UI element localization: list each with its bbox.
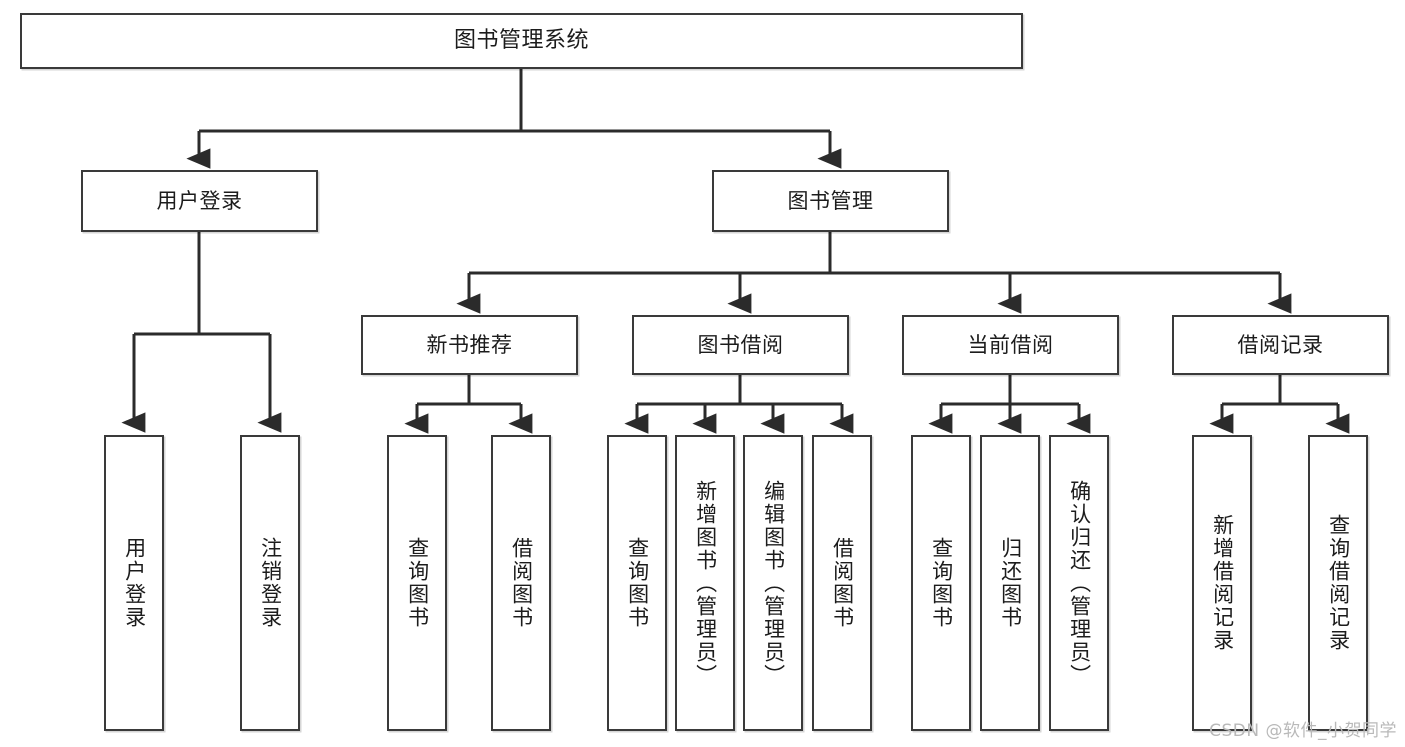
node-label: 查询图书 <box>929 537 954 629</box>
leaf-query-book-borrow[interactable]: 查询图书 <box>607 435 667 731</box>
leaf-query-book-current[interactable]: 查询图书 <box>911 435 971 731</box>
leaf-query-borrow-record[interactable]: 查询借阅记录 <box>1308 435 1368 731</box>
node-label: 查询借阅记录 <box>1326 514 1351 652</box>
leaf-user-login[interactable]: 用户登录 <box>104 435 164 731</box>
node-user-login[interactable]: 用户登录 <box>81 170 318 232</box>
node-label: 当前借阅 <box>967 332 1054 357</box>
leaf-confirm-return-admin[interactable]: 确认归还（管理员） <box>1049 435 1109 731</box>
node-label: 图书借阅 <box>697 332 784 357</box>
leaf-add-book-admin[interactable]: 新增图书（管理员） <box>675 435 735 731</box>
node-book-borrow[interactable]: 图书借阅 <box>632 315 849 375</box>
leaf-edit-book-admin[interactable]: 编辑图书（管理员） <box>743 435 803 731</box>
node-label: 用户登录 <box>122 537 147 629</box>
node-label: 查询图书 <box>405 537 430 629</box>
node-label: 新增图书（管理员） <box>693 479 718 687</box>
node-new-book-recommend[interactable]: 新书推荐 <box>361 315 578 375</box>
node-label: 确认归还（管理员） <box>1067 479 1092 687</box>
node-label: 用户登录 <box>156 188 243 213</box>
node-book-management[interactable]: 图书管理 <box>712 170 949 232</box>
watermark: CSDN @软件_小贺同学 <box>1209 721 1397 741</box>
node-label: 图书管理系统 <box>453 28 589 54</box>
node-label: 查询图书 <box>625 537 650 629</box>
node-root-book-management-system[interactable]: 图书管理系统 <box>20 13 1023 69</box>
leaf-logout[interactable]: 注销登录 <box>240 435 300 731</box>
leaf-return-book[interactable]: 归还图书 <box>980 435 1040 731</box>
node-label: 新书推荐 <box>426 332 513 357</box>
leaf-borrow-book-recommend[interactable]: 借阅图书 <box>491 435 551 731</box>
node-current-borrow[interactable]: 当前借阅 <box>902 315 1119 375</box>
node-label: 注销登录 <box>258 537 283 629</box>
node-label: 借阅记录 <box>1237 332 1324 357</box>
node-borrow-records[interactable]: 借阅记录 <box>1172 315 1389 375</box>
leaf-add-borrow-record[interactable]: 新增借阅记录 <box>1192 435 1252 731</box>
node-label: 借阅图书 <box>830 537 855 629</box>
node-label: 借阅图书 <box>509 537 534 629</box>
node-label: 新增借阅记录 <box>1210 514 1235 652</box>
node-label: 图书管理 <box>787 188 874 213</box>
node-label: 归还图书 <box>998 537 1023 629</box>
leaf-borrow-book[interactable]: 借阅图书 <box>812 435 872 731</box>
leaf-query-book-recommend[interactable]: 查询图书 <box>387 435 447 731</box>
node-label: 编辑图书（管理员） <box>761 479 786 687</box>
